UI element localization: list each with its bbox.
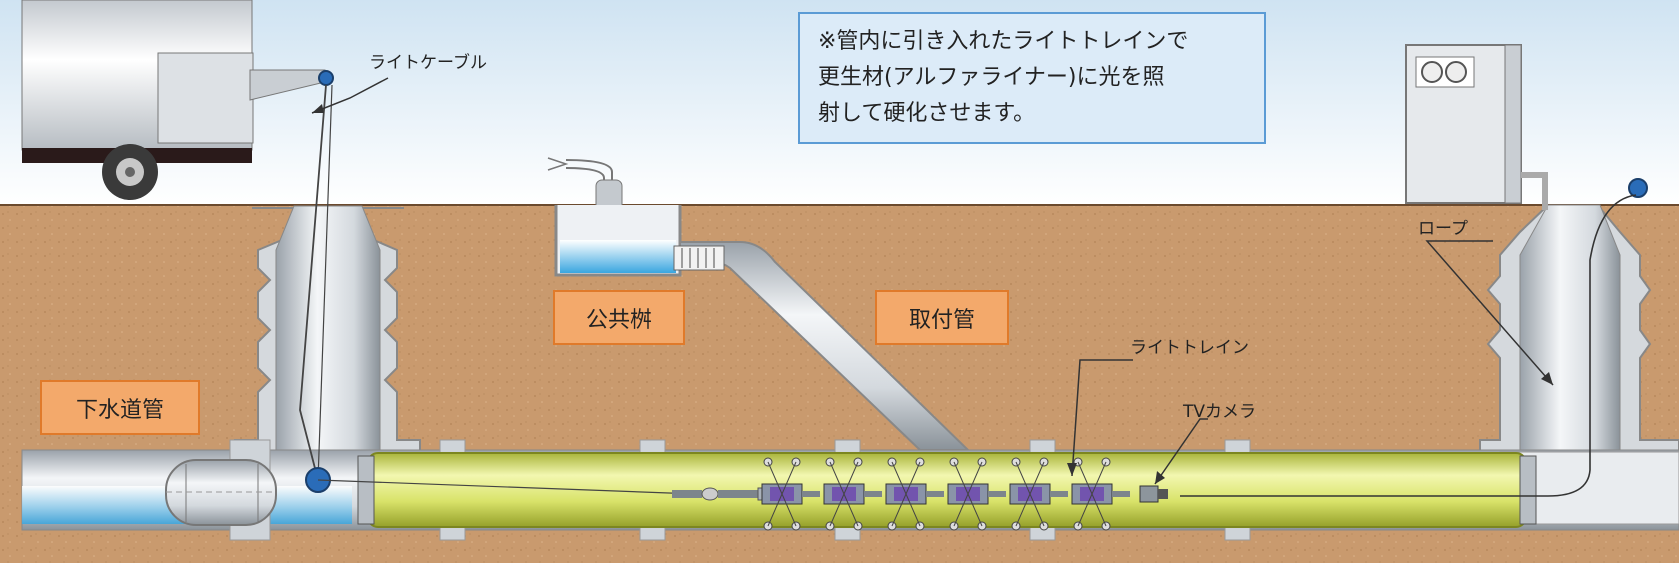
- label-public-basin: 公共桝: [553, 290, 685, 345]
- light-unit: [761, 457, 820, 531]
- liner-tube: [357, 452, 1537, 528]
- label-lateral-pipe: 取付管: [875, 290, 1009, 345]
- truck-icon: [21, 0, 326, 200]
- light-unit: [1009, 457, 1068, 531]
- tv-camera: [1139, 485, 1168, 503]
- packer: [165, 459, 277, 526]
- light-unit: [885, 457, 944, 531]
- label-sewer-pipe: 下水道管: [40, 380, 200, 435]
- control-unit-icon: [1405, 44, 1548, 210]
- callout-light-train: ライトトレイン: [1130, 338, 1249, 358]
- callout-tv-camera: TVカメラ: [1183, 402, 1257, 422]
- callout-rope: ロープ: [1418, 219, 1468, 239]
- light-unit: [1071, 457, 1130, 531]
- light-cable: [299, 84, 697, 495]
- note-box: ※管内に引き入れたライトトレインで 更生材(アルファライナー)に光を照 射して硬…: [798, 12, 1266, 144]
- callout-light-cable: ライトケーブル: [369, 53, 487, 73]
- cable-reel-icon: [318, 70, 334, 86]
- rope: [1180, 194, 1637, 497]
- light-train: [761, 457, 1130, 531]
- light-unit: [823, 457, 882, 531]
- light-unit: [947, 457, 1006, 531]
- public-basin: [547, 157, 682, 277]
- right-manhole: [1479, 204, 1679, 453]
